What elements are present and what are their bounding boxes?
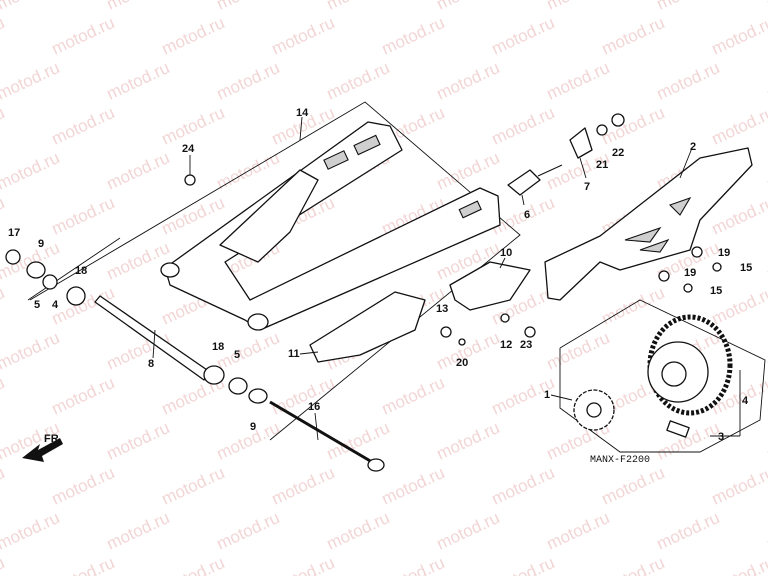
callout-18b: 18 bbox=[212, 341, 224, 353]
callout-17: 17 bbox=[8, 227, 20, 239]
drive-chain bbox=[647, 314, 733, 416]
assembly-frame-swingarm bbox=[29, 101, 521, 441]
callout-5: 5 bbox=[234, 349, 240, 361]
callout-10: 10 bbox=[500, 247, 512, 259]
watermark-text: motod.ru bbox=[0, 553, 7, 576]
callout-15b: 15 bbox=[710, 285, 722, 297]
callout-6: 6 bbox=[524, 209, 530, 221]
callout-5b: 5 bbox=[34, 299, 40, 311]
callout-9: 9 bbox=[38, 238, 44, 250]
diagram-caption: MANX-F2200 bbox=[590, 455, 650, 466]
assembly-frame-left bbox=[27, 237, 121, 301]
callout-1: 1 bbox=[544, 389, 550, 401]
callout-20: 20 bbox=[456, 357, 468, 369]
leader-lines bbox=[152, 116, 741, 441]
chain-guide bbox=[309, 291, 426, 363]
callout-19b: 19 bbox=[684, 267, 696, 279]
front-label: FR. bbox=[44, 433, 62, 445]
callout-13: 13 bbox=[436, 303, 448, 315]
callout-22: 22 bbox=[612, 147, 624, 159]
callout-21: 21 bbox=[596, 159, 608, 171]
drive-sprocket bbox=[573, 389, 615, 431]
callout-8: 8 bbox=[148, 358, 154, 370]
callout-12: 12 bbox=[500, 339, 512, 351]
callout-18: 18 bbox=[75, 265, 87, 277]
callout-4b: 4 bbox=[52, 299, 59, 311]
master-link bbox=[666, 420, 690, 438]
front-arrow: FR. bbox=[22, 433, 63, 462]
chain-slider bbox=[449, 261, 531, 311]
callout-2: 2 bbox=[690, 141, 696, 153]
callout-4: 4 bbox=[742, 395, 749, 407]
callout-16: 16 bbox=[308, 401, 320, 413]
callout-14: 14 bbox=[296, 107, 309, 119]
swingarm bbox=[160, 121, 501, 331]
callout-23: 23 bbox=[520, 339, 532, 351]
callout-9b: 9 bbox=[250, 421, 256, 433]
callout-3: 3 bbox=[718, 431, 724, 443]
callout-7: 7 bbox=[584, 181, 590, 193]
speed-sensor bbox=[507, 127, 593, 196]
callout-11: 11 bbox=[288, 348, 300, 360]
pivot-bolt bbox=[269, 400, 385, 472]
callout-labels: 1 2 3 4 5 6 7 8 9 9 10 11 12 13 14 15 15… bbox=[8, 107, 752, 443]
pivot-hardware bbox=[5, 113, 722, 404]
chain-case bbox=[544, 147, 753, 301]
callout-19: 19 bbox=[718, 247, 730, 259]
callout-15: 15 bbox=[740, 262, 752, 274]
callout-24: 24 bbox=[182, 143, 195, 155]
